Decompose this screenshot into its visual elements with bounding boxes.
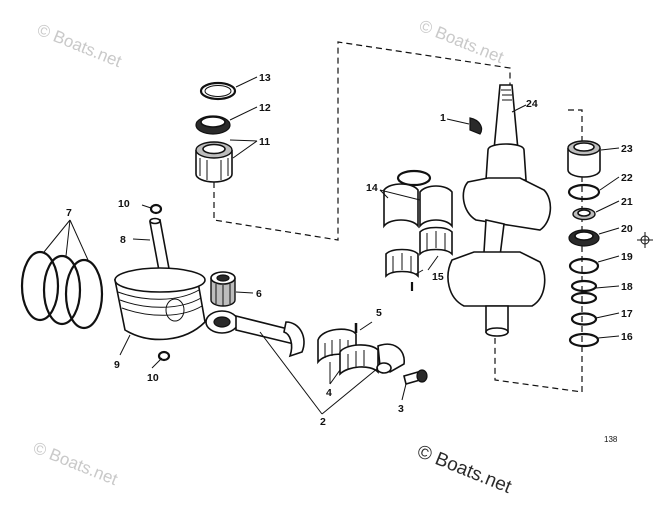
callout-10-lower: 10 bbox=[147, 372, 159, 384]
callout-23: 23 bbox=[621, 143, 633, 155]
part-13-retaining-ring bbox=[199, 81, 237, 101]
part-10-piston-pin-retainer-upper bbox=[149, 203, 163, 215]
callout-19: 19 bbox=[621, 251, 633, 263]
part-1-woodruff-key bbox=[469, 117, 483, 135]
assembly-line-lower-bearing bbox=[494, 109, 583, 393]
callout-10-upper: 10 bbox=[118, 198, 130, 210]
part-2-connecting-rod bbox=[205, 310, 305, 358]
callout-18: 18 bbox=[621, 281, 633, 293]
callout-9: 9 bbox=[114, 359, 120, 371]
callout-14: 14 bbox=[366, 182, 378, 194]
callout-17: 17 bbox=[621, 308, 633, 320]
callout-1: 1 bbox=[440, 112, 446, 124]
part-3-rod-cap-screw bbox=[403, 369, 428, 385]
page-number: 138 bbox=[604, 435, 618, 444]
crosshair-icon bbox=[637, 232, 653, 248]
part-9-piston bbox=[114, 267, 206, 341]
part-6-needle-bearing bbox=[210, 271, 236, 307]
watermark-bottom-left: © Boats.net bbox=[31, 438, 121, 489]
part-24-crankshaft bbox=[447, 84, 552, 337]
callout-12: 12 bbox=[259, 102, 271, 114]
callout-16: 16 bbox=[621, 331, 633, 343]
callout-8: 8 bbox=[120, 234, 126, 246]
callout-labels: 1 2 3 4 5 6 7 8 9 10 10 11 12 13 14 15 1… bbox=[66, 72, 633, 428]
part-15-main-needle-bearing bbox=[385, 226, 453, 291]
callout-13: 13 bbox=[259, 72, 271, 84]
watermark-bottom-right: © Boats.net bbox=[414, 441, 515, 498]
part-11-bearing-sleeve bbox=[195, 141, 233, 183]
part-21-seal bbox=[572, 207, 596, 221]
part-4-rod-bearing bbox=[317, 328, 405, 376]
part-23-bearing-sleeve bbox=[567, 140, 601, 178]
part-12-seal bbox=[195, 115, 231, 135]
part-10-piston-pin-retainer-lower bbox=[157, 350, 171, 362]
watermark-top-left: © Boats.net bbox=[35, 20, 125, 71]
part-14-bearing-race bbox=[383, 169, 453, 229]
part-19-ring bbox=[568, 257, 600, 275]
callout-3: 3 bbox=[398, 403, 404, 415]
part-18-rings bbox=[570, 279, 598, 305]
callout-22: 22 bbox=[621, 172, 633, 184]
callout-20: 20 bbox=[621, 223, 633, 235]
assembly-line-main-bearing bbox=[213, 41, 511, 241]
part-22-ring bbox=[567, 183, 601, 201]
callout-15: 15 bbox=[432, 271, 444, 283]
callout-11: 11 bbox=[259, 136, 270, 148]
watermark-top-right: © Boats.net bbox=[417, 16, 507, 67]
part-20-seal bbox=[568, 229, 600, 247]
callout-5: 5 bbox=[376, 307, 382, 319]
callout-4: 4 bbox=[326, 387, 332, 399]
part-17-ring bbox=[570, 312, 598, 326]
callout-7: 7 bbox=[66, 207, 72, 219]
callout-24: 24 bbox=[526, 98, 538, 110]
callout-2: 2 bbox=[320, 416, 326, 428]
part-7-piston-rings bbox=[20, 250, 104, 330]
callout-6: 6 bbox=[256, 288, 262, 300]
callout-21: 21 bbox=[621, 196, 633, 208]
leader-lines bbox=[43, 76, 620, 415]
part-16-ring bbox=[568, 332, 600, 348]
